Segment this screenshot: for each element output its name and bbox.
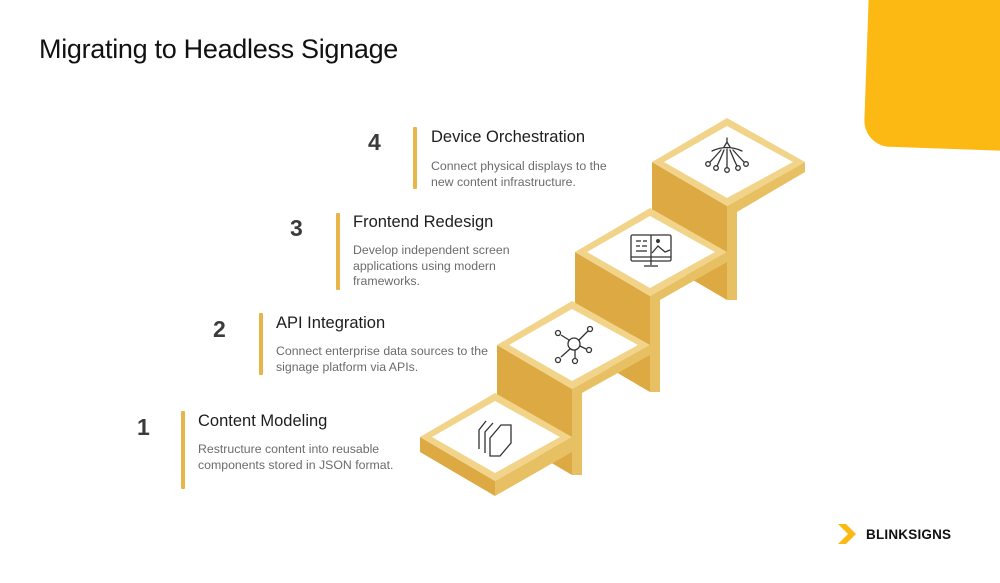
distribution-nodes-icon [705,137,749,173]
step-number: 4 [368,129,381,155]
stair-block-2 [497,301,650,475]
step-accent-bar [413,127,417,189]
step-accent-bar [259,313,263,375]
step-description: Restructure content into reusable compon… [198,442,394,472]
step-title: Content Modeling [198,412,328,430]
step-description: Connect enterprise data sources to the s… [276,344,488,374]
step-accent-bar [181,411,185,489]
step-number: 3 [290,215,303,241]
step-accent-bar [336,213,340,290]
step-description: Develop independent screen applications … [353,243,510,288]
page-title: Migrating to Headless Signage [39,34,399,64]
step-title: API Integration [276,314,386,332]
brand-logo: BLINKSIGNS [838,524,951,544]
step-description: Connect physical displays to the new con… [431,159,607,189]
step-number: 2 [213,316,226,342]
brand-name: BLINKSIGNS [866,526,952,542]
stair-block-1 [420,393,572,496]
chevron-right-icon [838,524,856,544]
monitor-layout-icon [630,234,672,267]
step-title: Frontend Redesign [353,213,494,231]
network-hub-icon [554,325,594,365]
layers-icon [478,420,512,457]
step-number: 1 [137,414,150,440]
step-title: Device Orchestration [431,128,586,146]
